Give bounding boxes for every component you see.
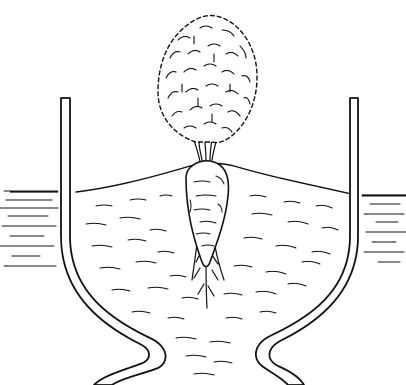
carrot-root [186,161,228,267]
carrot-foliage [158,15,257,142]
left-ground-strata [0,191,58,266]
left-trench-wall [61,98,166,385]
right-trench-wall [256,98,358,385]
right-ground-strata [362,196,406,262]
